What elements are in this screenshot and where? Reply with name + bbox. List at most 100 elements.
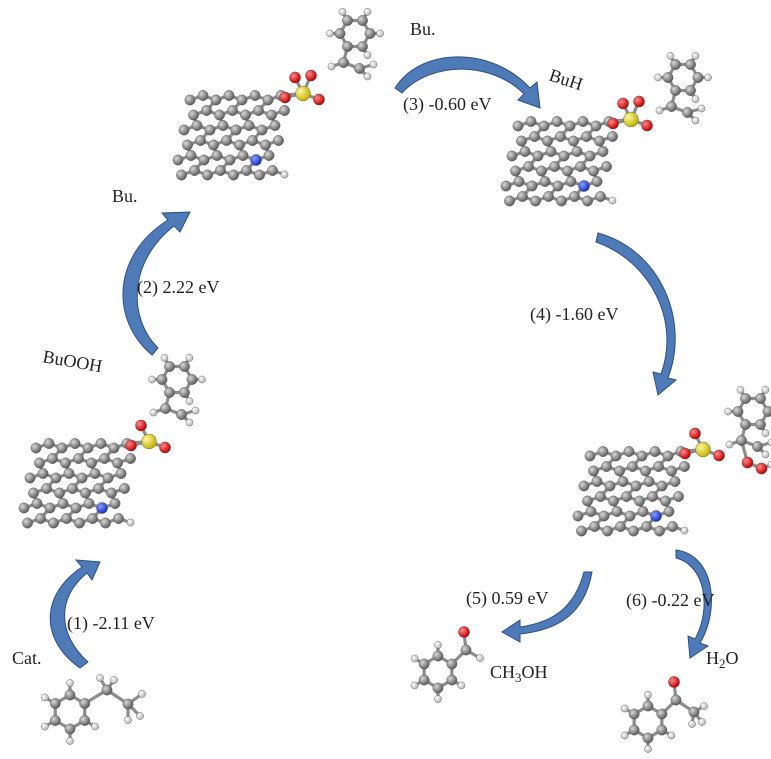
atom-h (363, 51, 372, 59)
molecule-acetophenone-product (620, 676, 708, 753)
atom-c (542, 135, 553, 147)
atom-c (582, 195, 593, 207)
step-5-label: (5) 0.59 eV (466, 588, 548, 609)
atom-c (224, 154, 236, 166)
atom-h (376, 29, 384, 38)
atom-c (740, 419, 751, 430)
atom-c (112, 457, 123, 469)
atom-c (109, 498, 121, 509)
atom-c (108, 442, 120, 454)
arrow-step-4 (595, 232, 678, 396)
atom-c (660, 495, 671, 507)
atom-c (591, 476, 603, 487)
atom-c (525, 116, 537, 127)
atom-c (54, 487, 65, 499)
atom-h (724, 407, 732, 416)
arrow-step-3 (394, 56, 541, 109)
atom-c (160, 403, 171, 414)
atom-c (607, 131, 618, 142)
atom-c (182, 139, 193, 151)
atom-c (510, 165, 521, 177)
atom-h (654, 73, 662, 82)
atom-o (313, 93, 325, 106)
atom-o (741, 456, 754, 469)
atom-c (568, 135, 579, 147)
atom-c (692, 72, 704, 83)
atom-c (597, 446, 609, 457)
atom-c (115, 468, 127, 479)
atom-c (598, 510, 610, 522)
atom-c (595, 491, 606, 502)
atom-c (572, 510, 584, 522)
atom-c (80, 487, 91, 499)
atom-h (476, 654, 484, 662)
atom-o (458, 626, 470, 638)
atom-c (47, 453, 58, 464)
atom-c (164, 387, 175, 398)
atom-c (227, 105, 238, 116)
atom-c (338, 57, 349, 68)
atom-h (725, 440, 734, 449)
arrow-step-1 (49, 559, 101, 669)
atom-h (410, 654, 419, 663)
atom-c (543, 191, 554, 202)
atom-c (186, 374, 198, 385)
atom-c (204, 124, 216, 136)
atom-c (87, 513, 98, 524)
atom-o (668, 676, 680, 688)
label-cat: Cat. (12, 648, 42, 668)
atom-c (202, 169, 213, 181)
atom-c (585, 506, 597, 517)
atom-h (700, 702, 708, 710)
atom-c (576, 525, 587, 537)
atom-h (124, 716, 132, 724)
atom-c (208, 139, 219, 151)
atom-c (530, 195, 541, 207)
atom-n (250, 154, 262, 166)
atom-h (761, 450, 770, 459)
atom-c (588, 165, 599, 177)
atom-o (617, 97, 629, 110)
atom-c (70, 502, 82, 514)
atom-h (66, 737, 74, 745)
atom-h (457, 681, 466, 690)
atom-c (621, 491, 632, 502)
atom-c (83, 498, 95, 509)
atom-h (688, 720, 696, 728)
atom-c (662, 72, 674, 83)
atom-c (732, 406, 744, 417)
atom-c (512, 120, 524, 132)
atom-h (434, 695, 442, 703)
atom-c (673, 491, 684, 502)
atom-c (617, 476, 629, 487)
atom-h (369, 60, 378, 69)
atom-c (581, 131, 592, 142)
atom-c (670, 59, 681, 70)
atom-n (96, 502, 108, 514)
atom-c (102, 472, 114, 484)
atom-c (119, 483, 130, 494)
atom-c (595, 191, 606, 202)
atom-h (620, 704, 629, 713)
atom-c (551, 116, 563, 127)
atom-c (614, 465, 625, 477)
atom-h (191, 406, 200, 415)
molecule-ethylbenzene-reactant (41, 674, 146, 745)
atom-h (41, 722, 49, 731)
atom-c (106, 487, 117, 499)
atom-c (95, 438, 107, 449)
atom-h (185, 354, 194, 362)
atom-c (670, 85, 681, 96)
atom-c (79, 698, 91, 709)
atom-c (260, 139, 271, 151)
atom-c (604, 480, 616, 492)
atom-c (240, 109, 251, 121)
label-ch3oh: CH3OH (490, 662, 548, 685)
atom-c (516, 135, 527, 147)
atom-c (584, 450, 596, 462)
atom-c (89, 468, 101, 479)
atom-c (164, 361, 175, 372)
atom-c (636, 450, 648, 462)
atom-c (247, 135, 258, 146)
